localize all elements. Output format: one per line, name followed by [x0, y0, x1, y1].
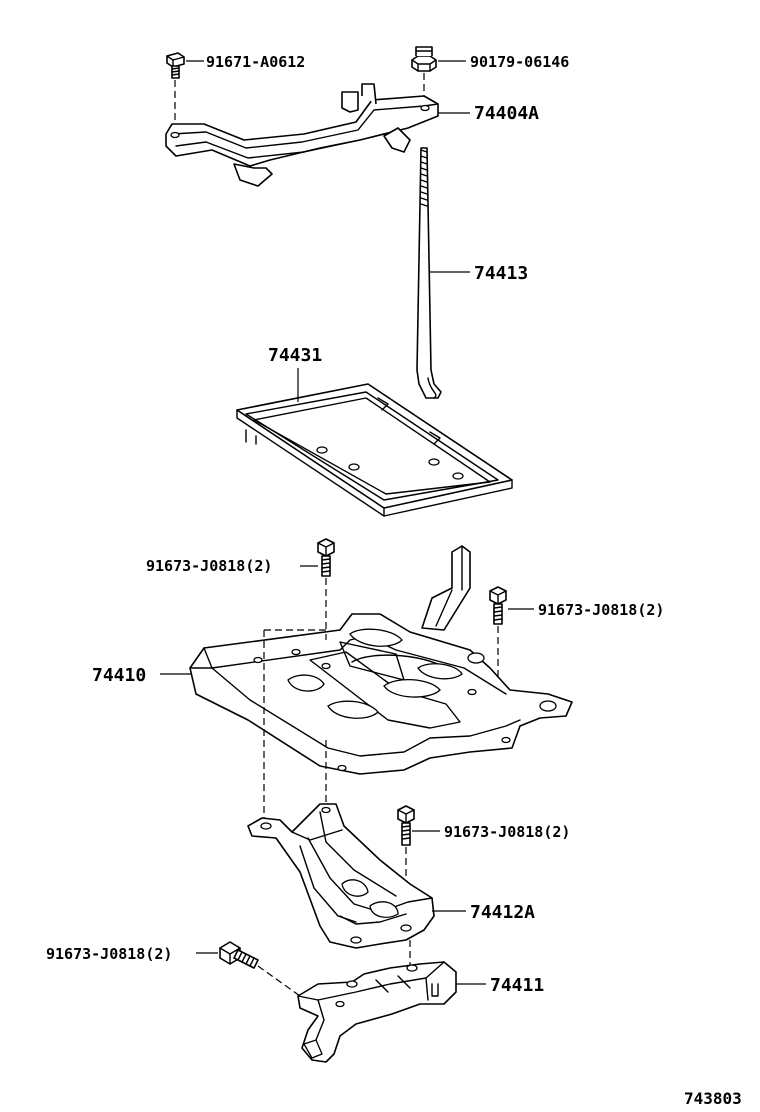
dashline-carrier-top	[264, 629, 327, 640]
label-bolt-top-left: 91671-A0612	[206, 53, 305, 71]
label-clamp: 74404A	[474, 103, 539, 124]
label-bracket-b: 74411	[490, 975, 544, 996]
label-bolt-bottom-left: 91673-J0818(2)	[46, 945, 172, 963]
figure-number: 743803	[684, 1089, 742, 1108]
carrier-74410[interactable]	[189, 545, 573, 775]
nut-90179-06146[interactable]	[411, 46, 437, 72]
label-tray: 74431	[268, 345, 322, 366]
label-bolt-bracket: 91673-J0818(2)	[444, 823, 570, 841]
bracket-74411[interactable]	[297, 961, 457, 1063]
label-carrier: 74410	[92, 665, 146, 686]
bolt-carrier-right[interactable]	[489, 586, 507, 625]
label-bolt-carrier-left: 91673-J0818(2)	[146, 557, 272, 575]
bolt-bracket[interactable]	[397, 805, 415, 846]
bolt-bottom-left[interactable]	[219, 941, 259, 969]
tray-74431[interactable]	[236, 383, 513, 517]
label-bracket-a: 74412A	[470, 902, 535, 923]
label-rod: 74413	[474, 263, 528, 284]
label-nut-top-right: 90179-06146	[470, 53, 569, 71]
clamp-74404a[interactable]	[165, 83, 439, 187]
bracket-74412a[interactable]	[247, 803, 435, 949]
bolt-carrier-left[interactable]	[317, 538, 335, 577]
bolt-91671-a0612[interactable]	[166, 52, 185, 79]
rod-74413[interactable]	[416, 147, 442, 399]
dashline-bolt-bottom-left	[257, 965, 301, 997]
label-bolt-carrier-right: 91673-J0818(2)	[538, 601, 664, 619]
